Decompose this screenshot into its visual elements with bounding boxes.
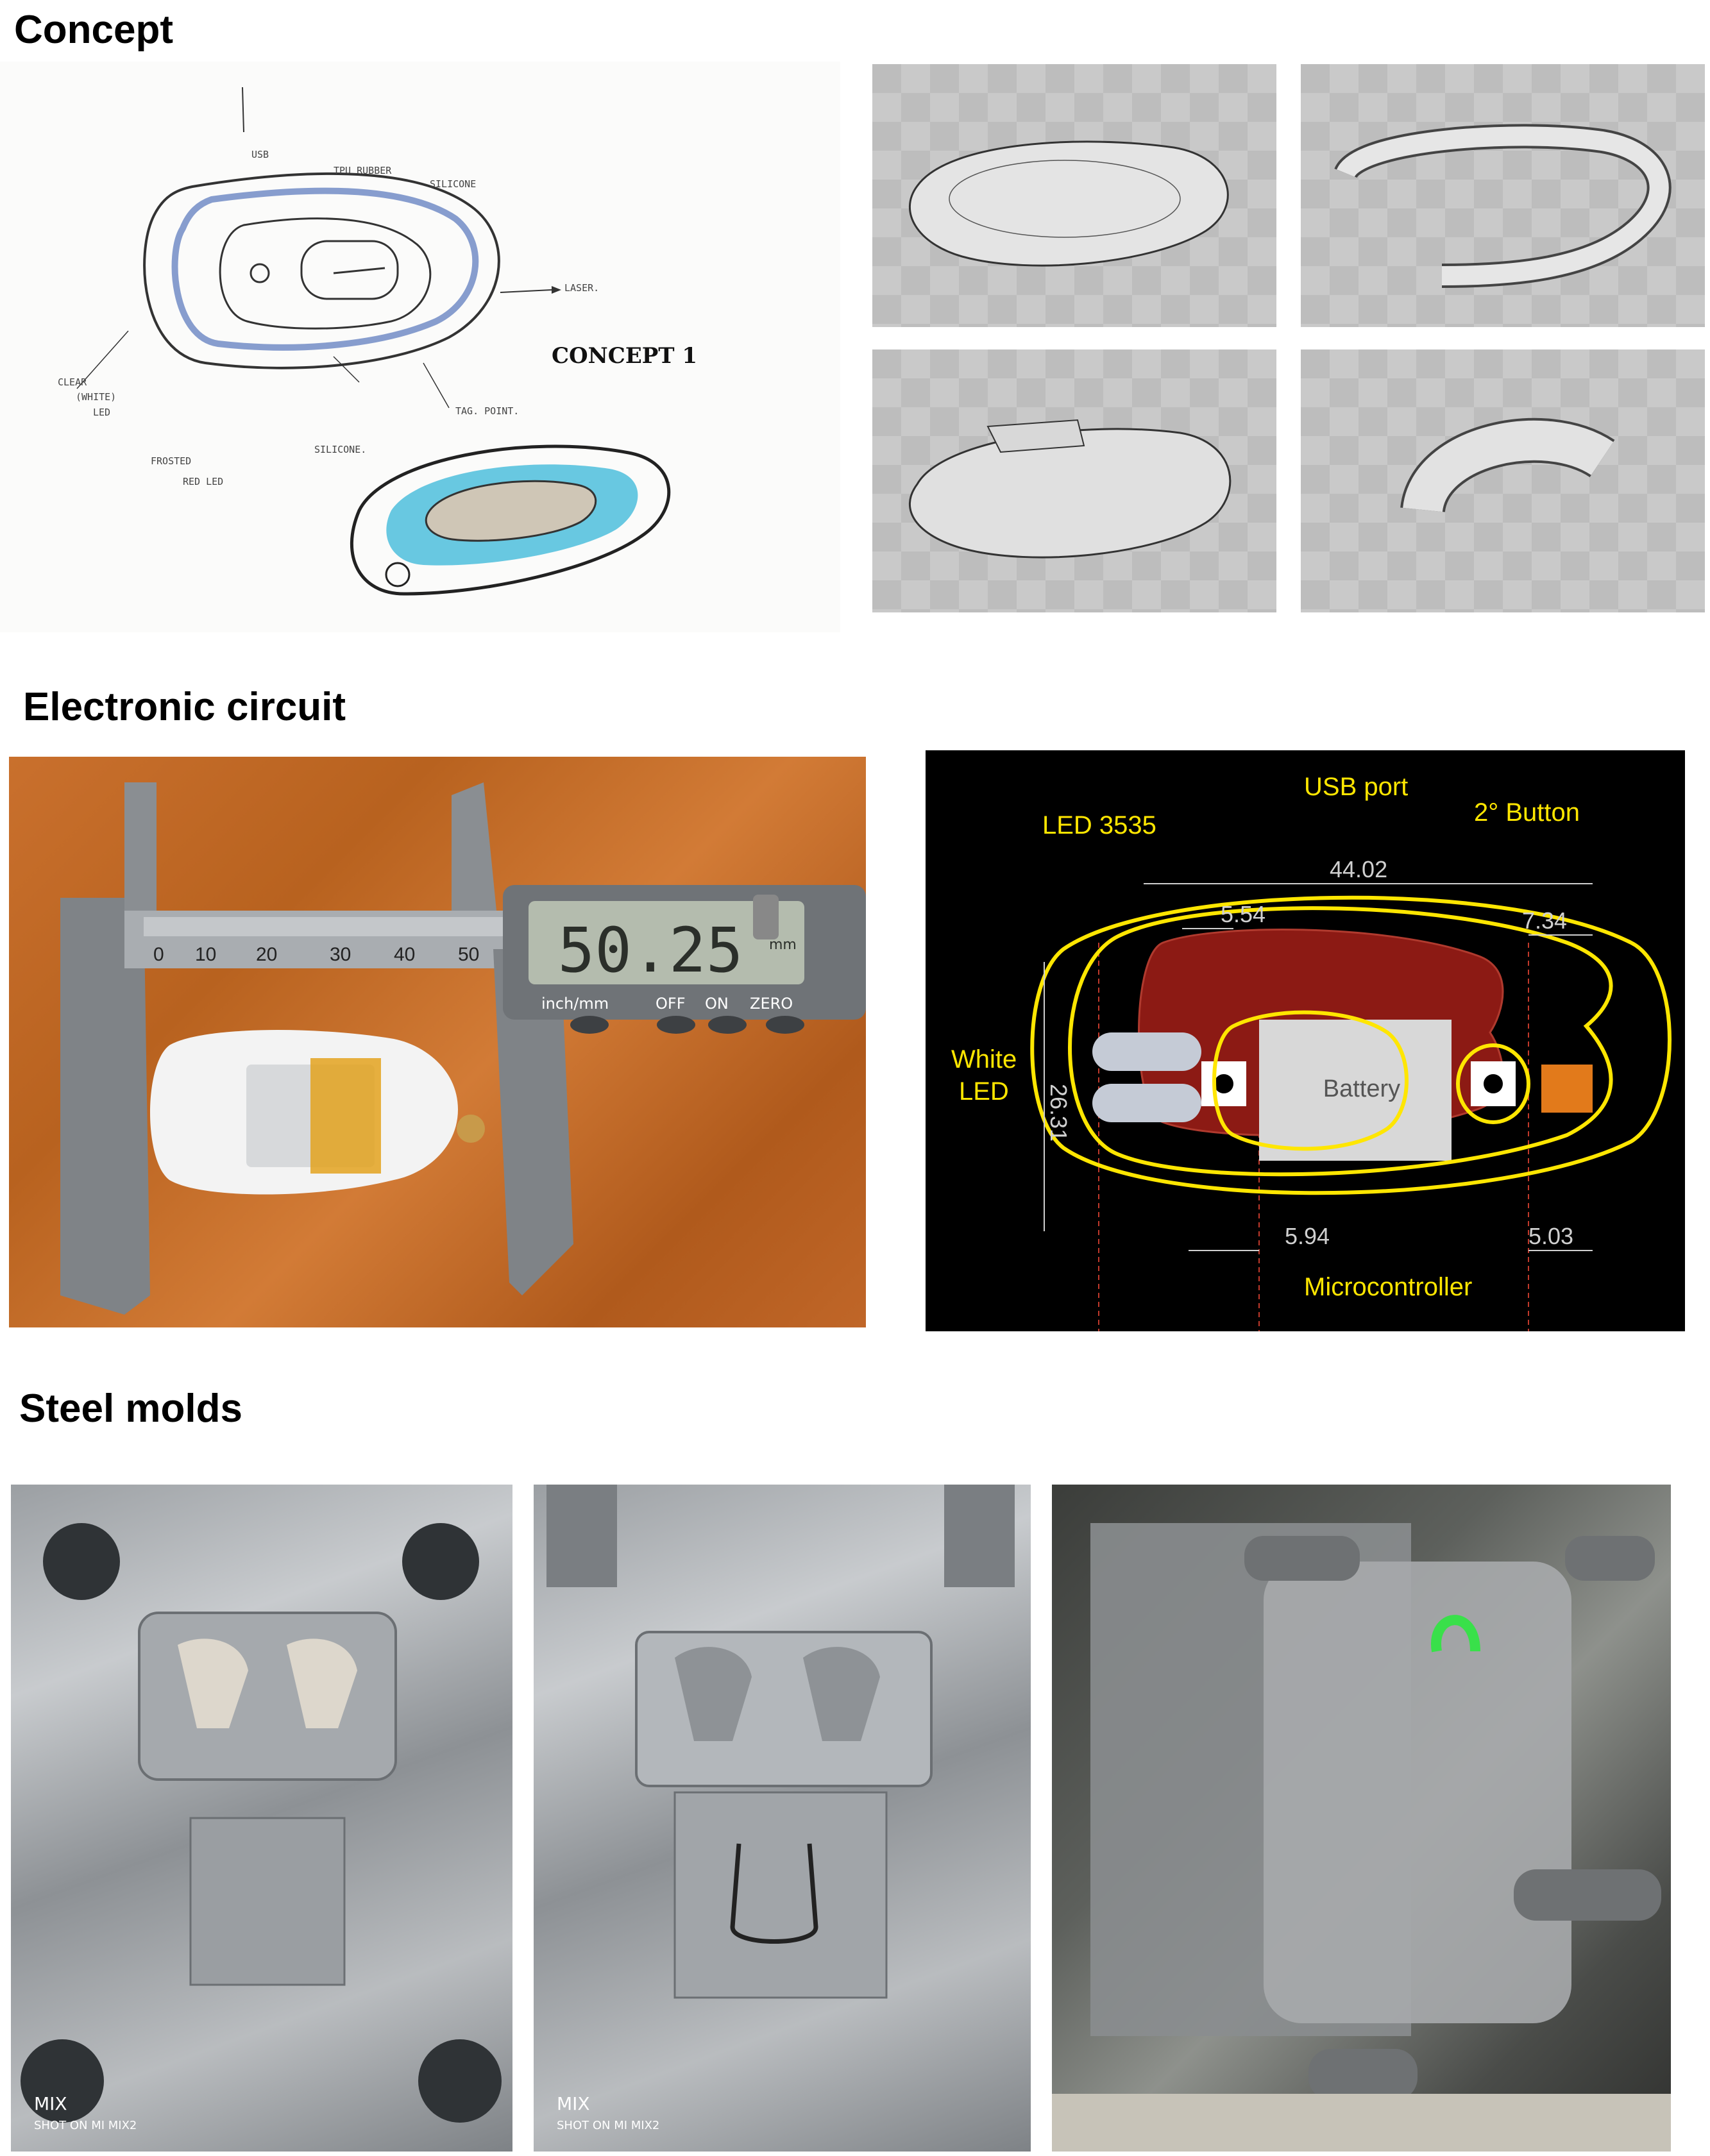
pcb-dimension-c: 5.94 <box>1285 1223 1330 1249</box>
sketch-label-clear: CLEAR <box>58 376 87 388</box>
pcb-dimension-b: 7.34 <box>1522 907 1567 934</box>
sketch-label-silicone-top: SILICONE <box>430 178 476 190</box>
cad-render-top-shell <box>872 64 1276 327</box>
caliper-scale-0: 0 <box>153 944 164 965</box>
caliper-scale-20: 20 <box>256 944 277 965</box>
caliper-scale-30: 30 <box>330 944 351 965</box>
sketch-label-led: LED <box>93 407 110 418</box>
pcb-label-usb-port: USB port <box>1304 773 1408 801</box>
caliper-photo: 50.25 mm inch/mm OFF ON ZERO 0 10 20 30 … <box>9 757 866 1327</box>
pcb-label-white-led-line1: White <box>951 1045 1017 1074</box>
sketch-label-frosted: FROSTED <box>151 455 191 467</box>
sketch-label-usb: USB <box>251 149 269 160</box>
pcb-label-button: 2° Button <box>1474 798 1580 827</box>
pcb-dimension-d: 5.03 <box>1528 1223 1573 1249</box>
mold-photo-3 <box>1052 1485 1671 2152</box>
sketch-label-tag-point: TAG. POINT. <box>455 405 519 417</box>
sketch-concept-title: CONCEPT 1 <box>552 343 697 369</box>
mold-photo-1-watermark-line: SHOT ON MI MIX2 <box>34 2119 137 2132</box>
caliper-display-unit: mm <box>769 937 797 953</box>
pcb-label-led-3535: LED 3535 <box>1042 811 1156 839</box>
sketch-label-laser: LASER. <box>564 282 599 294</box>
sketch-label-red-led: RED LED <box>183 476 223 487</box>
mold-photo-2-watermark-line: SHOT ON MI MIX2 <box>557 2119 659 2132</box>
section-heading-concept: Concept <box>14 8 173 52</box>
sketch-label-silicone-bottom: SILICONE. <box>314 444 366 455</box>
sketch-label-tpu: TPU RUBBER <box>334 165 392 176</box>
pcb-label-white-led-line2: LED <box>959 1077 1009 1106</box>
caliper-display-reading: 50.25 <box>558 914 743 986</box>
mold-photo-1: MIX SHOT ON MI MIX2 <box>11 1485 512 2152</box>
caliper-button-label-off: OFF <box>656 995 686 1013</box>
mold-photo-2-watermark-brand: MIX <box>557 2093 590 2114</box>
mold-photo-1-watermark-brand: MIX <box>34 2093 67 2114</box>
caliper-scale-10: 10 <box>195 944 216 965</box>
caliper-button-label-zero: ZERO <box>750 995 793 1013</box>
pcb-battery-label: Battery <box>1323 1075 1400 1102</box>
caliper-button-label-inch-mm: inch/mm <box>541 995 609 1013</box>
concept-sketch: USB TPU RUBBER SILICONE LASER. CONCEPT 1… <box>0 62 840 632</box>
cad-render-bottom-shell <box>872 350 1276 612</box>
section-heading-electronic-circuit: Electronic circuit <box>23 685 346 729</box>
section-heading-steel-molds: Steel molds <box>19 1386 242 1431</box>
caliper-button-label-on: ON <box>705 995 729 1013</box>
caliper-scale-40: 40 <box>394 944 415 965</box>
cad-render-band-curved <box>1301 350 1705 612</box>
pcb-diagram: Battery USB port LED 3535 2° Button Whit… <box>926 750 1685 1331</box>
pcb-dimension-total: 44.02 <box>1330 856 1387 882</box>
pcb-dimension-a: 5.54 <box>1221 901 1266 927</box>
caliper-scale-50: 50 <box>458 944 479 965</box>
pcb-label-microcontroller: Microcontroller <box>1304 1273 1472 1301</box>
cad-render-band-open <box>1301 64 1705 327</box>
mold-photo-2: MIX SHOT ON MI MIX2 <box>534 1485 1031 2152</box>
pcb-dimension-height: 26.31 <box>1045 1084 1072 1141</box>
sketch-label-white: (WHITE) <box>76 391 116 403</box>
